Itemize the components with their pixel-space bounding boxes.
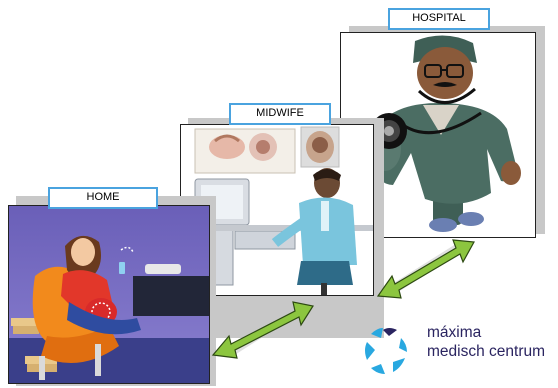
home-label: HOME xyxy=(48,187,158,209)
hospital-surgeon-illustration xyxy=(369,35,521,232)
hospital-label: HOSPITAL xyxy=(388,8,490,30)
logo-text-line1: máxima xyxy=(427,324,482,341)
maxima-logo: máxima medisch centrum xyxy=(354,318,558,384)
midwife-label: MIDWIFE xyxy=(229,103,331,125)
maxima-logo-mark-icon xyxy=(365,328,407,374)
home-mother-illustration xyxy=(9,206,209,383)
logo-text-line2: medisch centrum xyxy=(427,343,546,360)
hospital-panel xyxy=(340,32,536,238)
home-panel xyxy=(8,205,210,384)
